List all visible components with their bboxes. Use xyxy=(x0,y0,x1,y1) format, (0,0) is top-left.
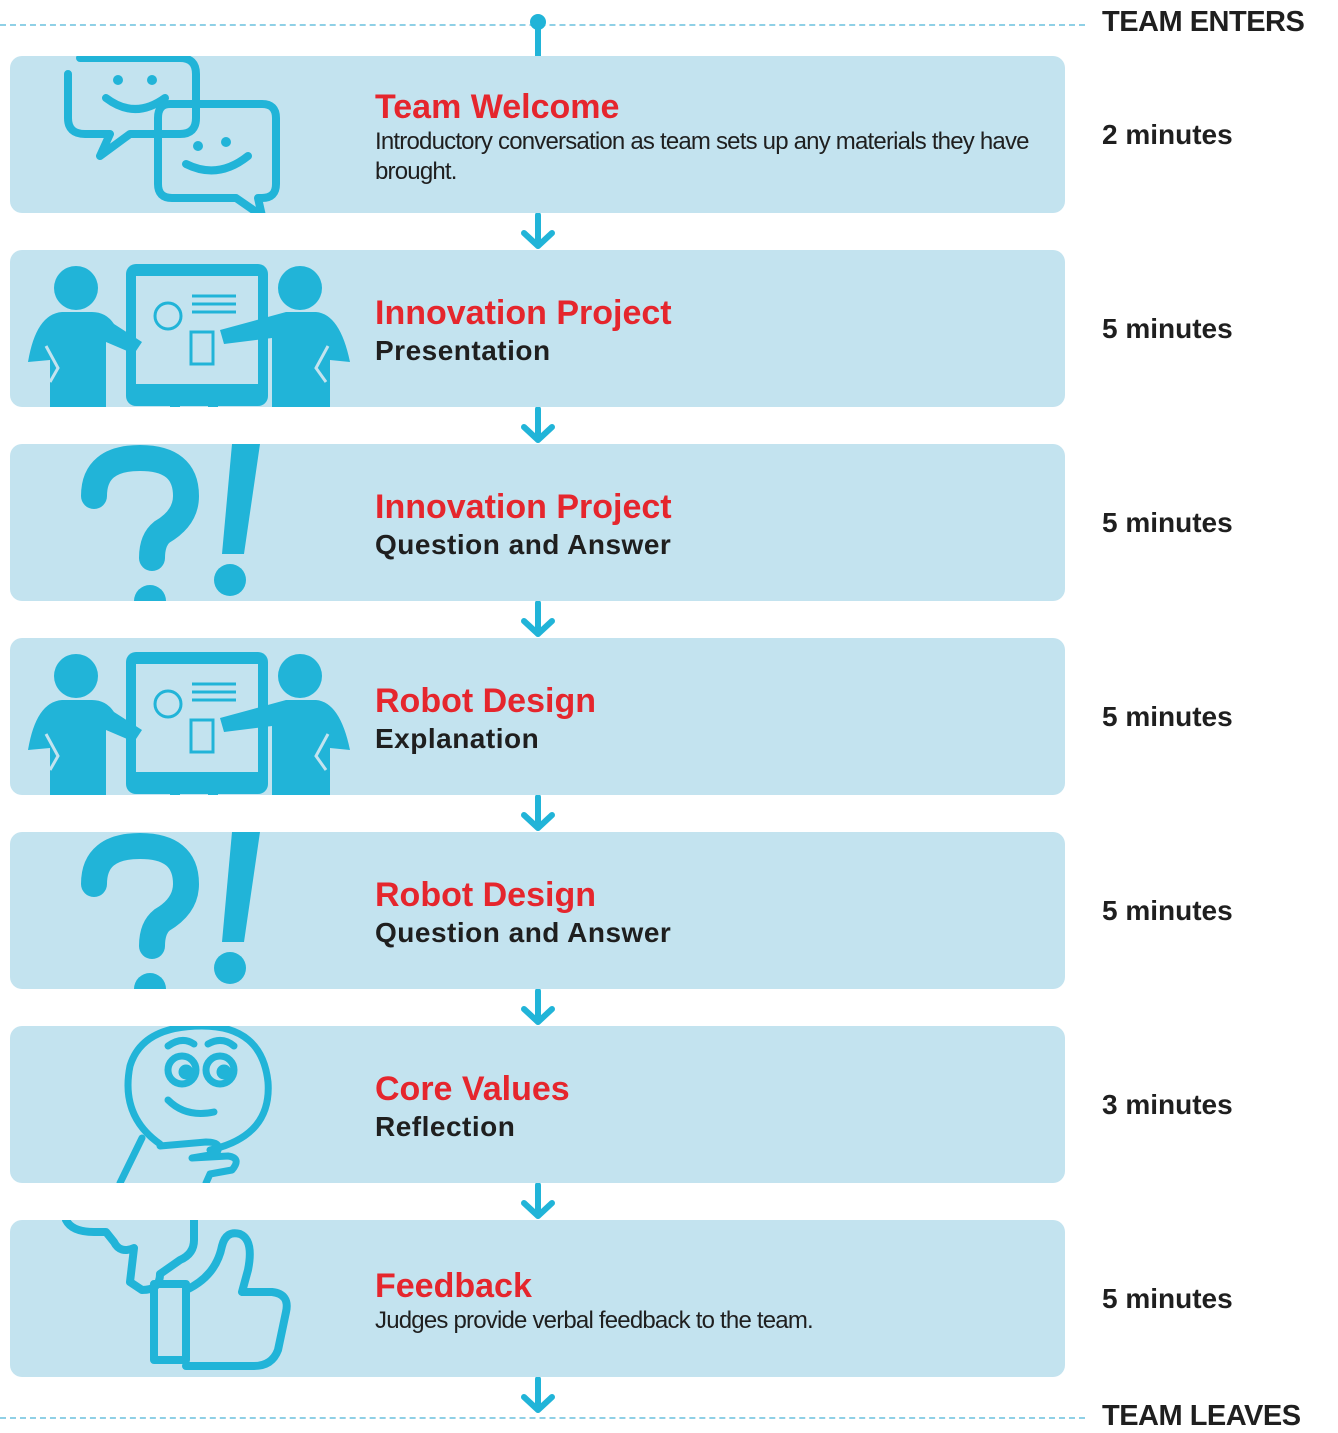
step-duration: 3 minutes xyxy=(1102,1088,1233,1120)
step-title: Feedback xyxy=(375,1266,532,1305)
down-arrow-icon xyxy=(521,213,555,249)
thinking-face-icon xyxy=(10,1026,360,1183)
presentation-icon xyxy=(10,638,360,795)
step-duration: 5 minutes xyxy=(1102,894,1233,926)
down-arrow-icon xyxy=(521,1183,555,1219)
team-leaves-label: TEAM LEAVES xyxy=(1102,1400,1301,1432)
step-duration: 5 minutes xyxy=(1102,506,1233,538)
step-title: Innovation Project xyxy=(375,293,672,332)
down-arrow-icon xyxy=(521,795,555,831)
step-description: Introductory conversation as team sets u… xyxy=(375,127,1030,185)
step-duration: 5 minutes xyxy=(1102,312,1233,344)
question-exclamation-icon xyxy=(10,832,360,989)
thumbs-up-icon xyxy=(10,1220,360,1377)
down-arrow-icon xyxy=(521,407,555,443)
step-title: Innovation Project xyxy=(375,487,672,526)
question-exclamation-icon xyxy=(10,444,360,601)
step-title: Robot Design xyxy=(375,681,596,720)
step-subtitle: Presentation xyxy=(375,334,551,366)
step-duration: 2 minutes xyxy=(1102,118,1233,150)
step-title: Team Welcome xyxy=(375,87,620,126)
step-subtitle: Explanation xyxy=(375,722,540,754)
down-arrow-icon xyxy=(521,989,555,1025)
step-title: Robot Design xyxy=(375,875,596,914)
team-enters-label: TEAM ENTERS xyxy=(1102,6,1305,38)
step-description: Judges provide verbal feedback to the te… xyxy=(375,1306,814,1334)
step-subtitle: Reflection xyxy=(375,1110,516,1142)
bottom-dashed-line xyxy=(0,1417,1085,1419)
entry-pin-icon xyxy=(530,14,546,58)
down-arrow-icon xyxy=(521,601,555,637)
step-title: Core Values xyxy=(375,1069,570,1108)
chat-bubbles-icon xyxy=(10,56,360,213)
presentation-icon xyxy=(10,250,360,407)
step-duration: 5 minutes xyxy=(1102,700,1233,732)
step-duration: 5 minutes xyxy=(1102,1282,1233,1314)
down-arrow-icon xyxy=(521,1377,555,1413)
step-subtitle: Question and Answer xyxy=(375,916,672,948)
step-subtitle: Question and Answer xyxy=(375,528,672,560)
